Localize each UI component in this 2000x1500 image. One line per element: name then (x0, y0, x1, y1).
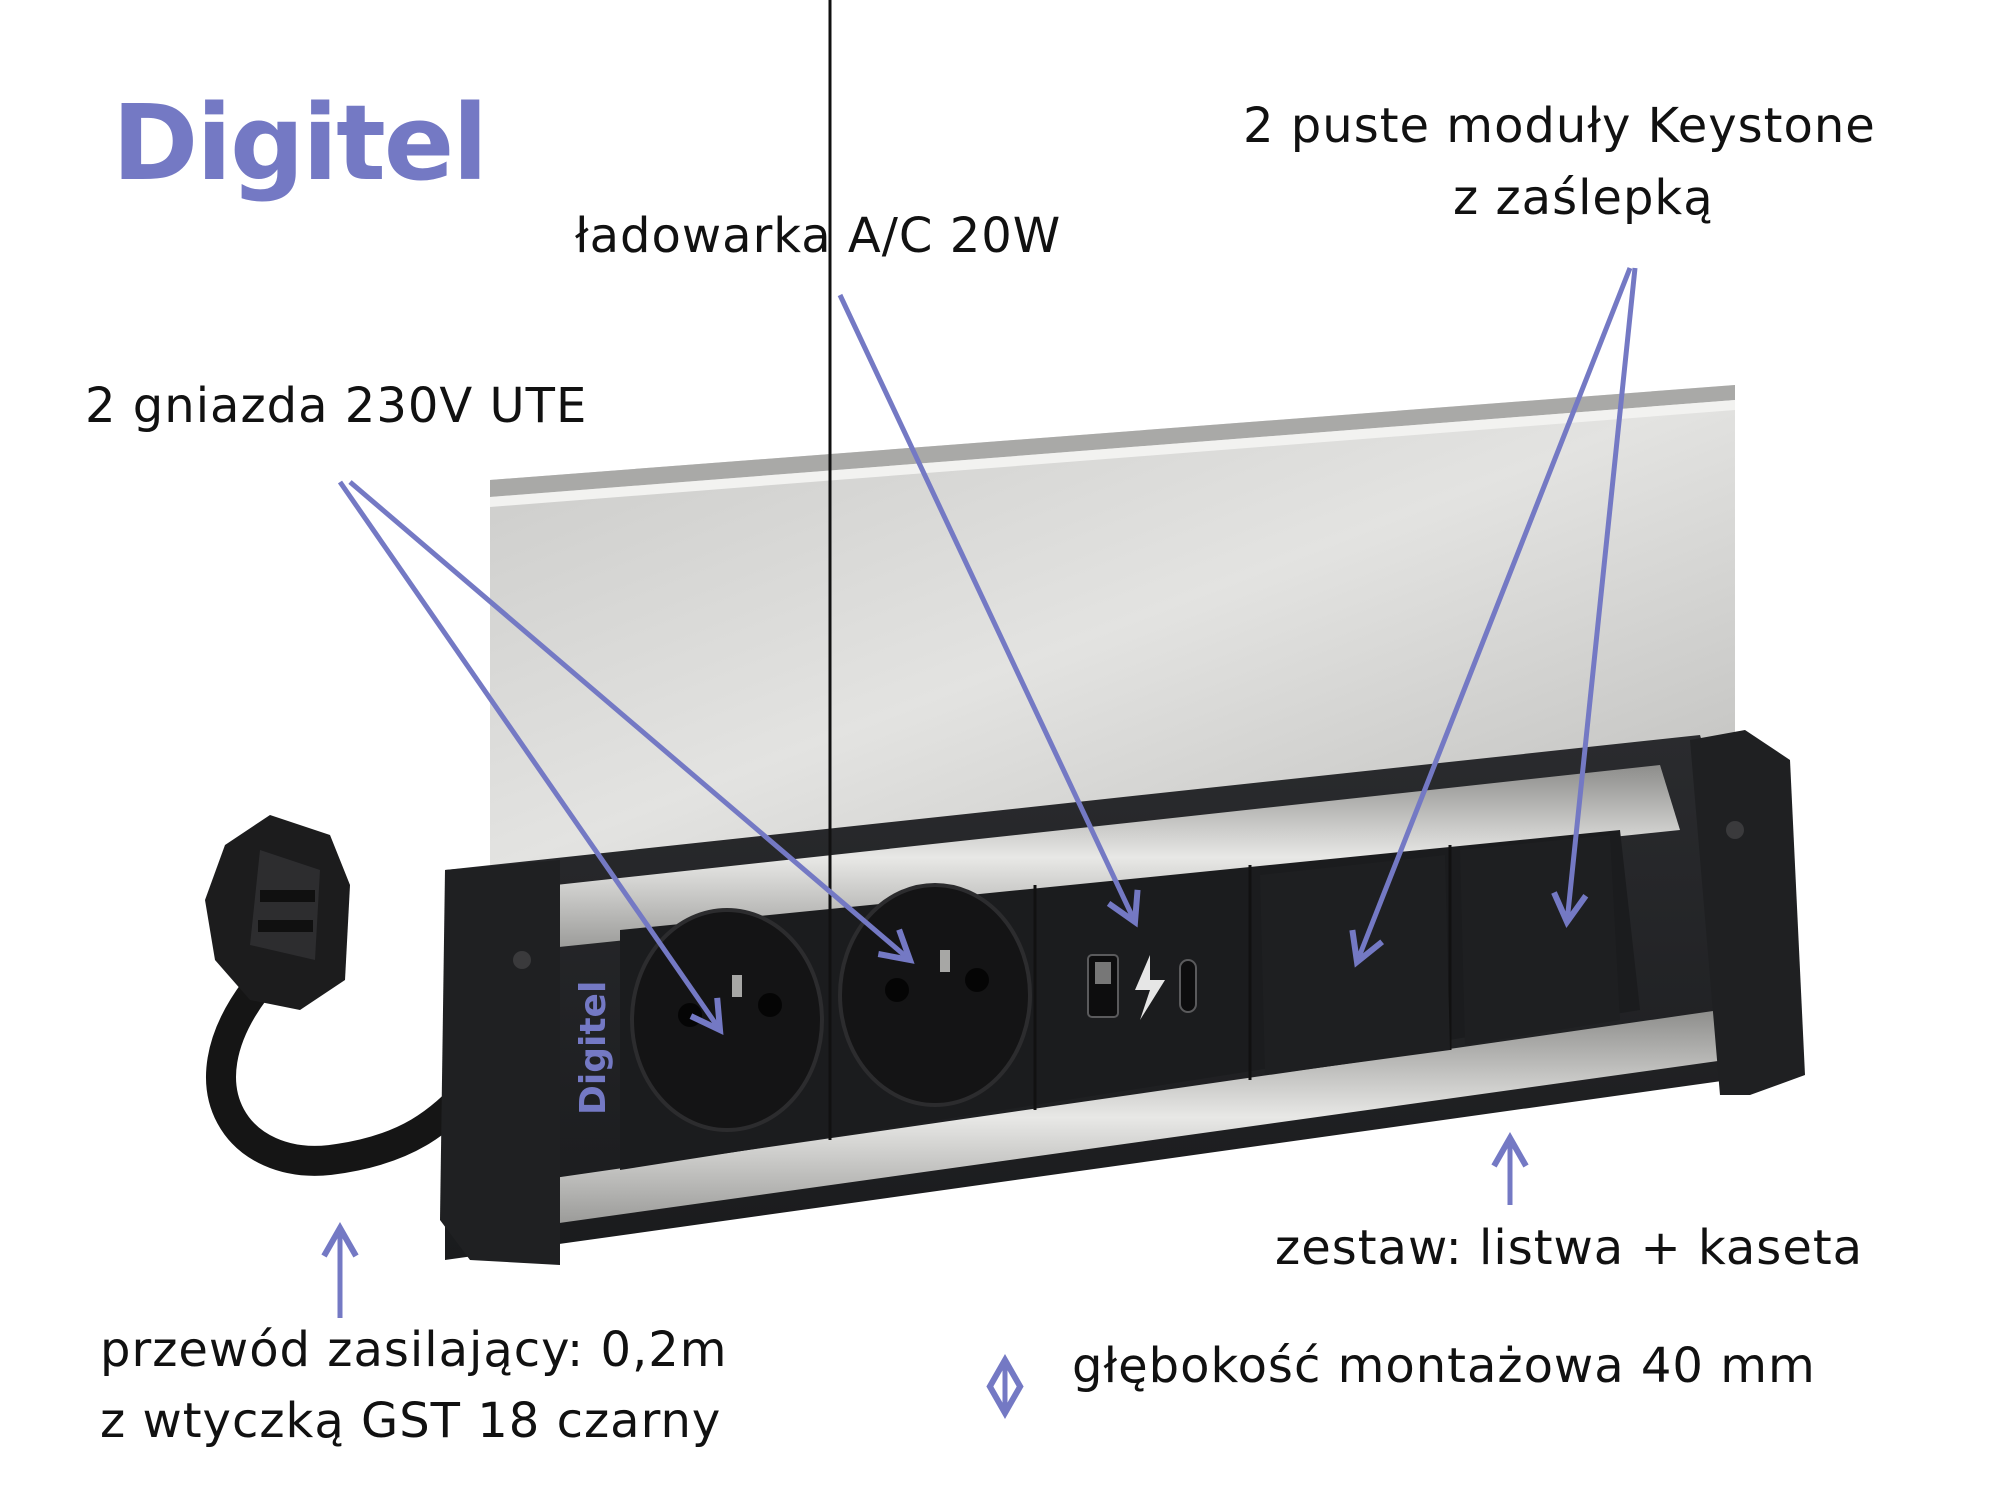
lightning-icon (1135, 955, 1165, 1020)
usb-c-port-icon (1179, 959, 1197, 1013)
label-cable-line2: z wtyczką GST 18 czarny (100, 1393, 722, 1449)
label-keystone-line1: 2 puste moduły Keystone (1243, 98, 1876, 154)
usb-charger-module (1087, 954, 1197, 1020)
callout-arrows (321, 267, 1638, 1420)
power-cable (206, 975, 485, 1176)
arrow-socket-2 (348, 480, 915, 964)
label-set: zestaw: listwa + kaseta (1275, 1220, 1864, 1276)
label-depth: głębokość montażowa 40 mm (1072, 1338, 1816, 1394)
arrow-charger (837, 293, 1141, 928)
arrow-keystone-1 (1349, 267, 1633, 968)
steel-cover-lid (490, 385, 1735, 870)
socket-strip (440, 0, 1805, 1265)
label-charger: ładowarka A/C 20W (575, 208, 1062, 264)
label-sockets: 2 gniazda 230V UTE (85, 378, 588, 434)
label-cable-line1: przewód zasilający: 0,2m (100, 1322, 728, 1378)
arrow-keystone-2 (1551, 267, 1638, 929)
keystone-blank-2 (1460, 835, 1620, 1045)
usb-a-port-icon (1087, 954, 1119, 1018)
socket-230v-2 (838, 883, 1032, 1107)
gst18-plug (205, 815, 350, 1010)
brand-logo: Digitel (112, 82, 488, 204)
keystone-blank-1 (1260, 855, 1450, 1075)
arrow-socket-1 (337, 480, 724, 1035)
label-keystone-line2: z zaślepką (1453, 170, 1714, 226)
strip-side-logo: Digitel (573, 981, 614, 1115)
